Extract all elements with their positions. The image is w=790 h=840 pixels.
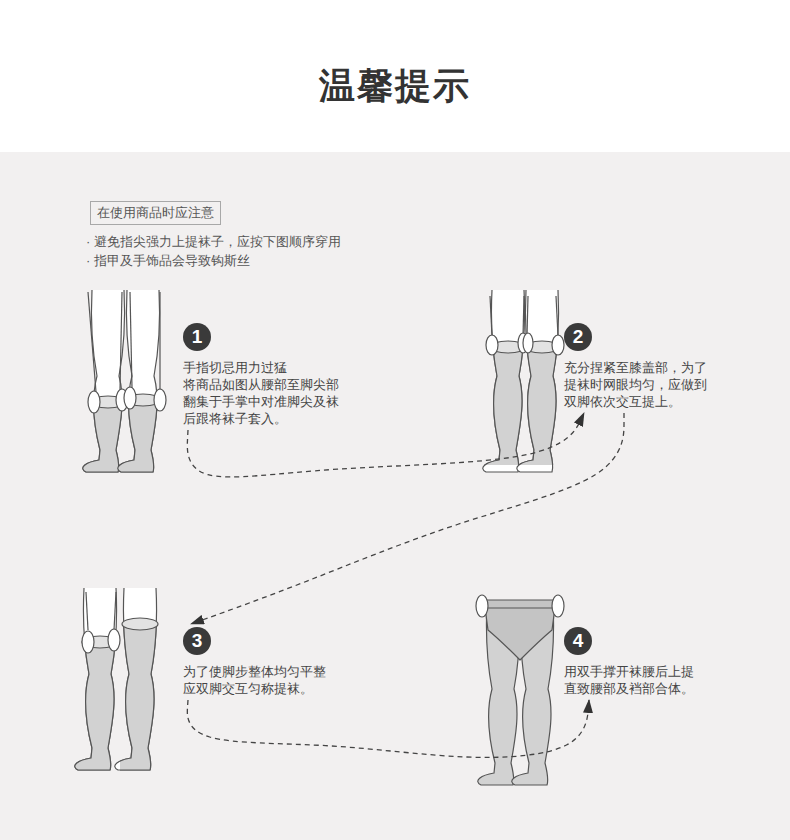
figure-stroke xyxy=(83,400,160,472)
figure-stroke xyxy=(476,595,488,617)
figure-stroke xyxy=(484,600,556,660)
figure-stroke xyxy=(75,640,117,770)
figure-stroke xyxy=(118,290,160,472)
step-block: 4 用双手撑开袜腰后上提 直致腰部及裆部合体。 xyxy=(564,627,740,697)
step1-figure xyxy=(83,290,166,472)
figure-stroke xyxy=(159,292,160,390)
figure-stroke xyxy=(88,391,100,413)
figure-stroke xyxy=(517,290,559,472)
figure-stroke xyxy=(122,618,158,630)
figure-stroke xyxy=(115,588,157,770)
figure-stroke xyxy=(108,629,120,651)
figure-stroke xyxy=(556,296,558,336)
figure-stroke xyxy=(114,592,116,630)
step-text: 用双手撑开袜腰后上提 直致腰部及裆部合体。 xyxy=(564,663,740,697)
dashed-arrow xyxy=(191,413,624,624)
step-block: 1 手指切忌用力过猛 将商品如图从腰部至脚尖部 翻集于手掌中对准脚尖及袜 后跟将袜… xyxy=(183,323,359,427)
dashed-arrow xyxy=(187,700,589,757)
step-text: 为了使脚步整体均匀平整 应双脚交互匀称提袜。 xyxy=(183,663,359,697)
step3-figure xyxy=(75,588,158,770)
figure-stroke xyxy=(523,296,524,336)
step4-figure xyxy=(476,595,564,785)
figure-stroke xyxy=(154,389,166,411)
notice-box: 在使用商品时应注意 xyxy=(90,201,221,225)
figure-stroke xyxy=(75,640,117,770)
page-title: 温馨提示 xyxy=(0,62,790,111)
figure-stroke xyxy=(527,296,528,336)
step-number: 2 xyxy=(564,323,592,351)
figure-stroke xyxy=(483,290,525,472)
step2-figure xyxy=(483,290,564,472)
step-number: 1 xyxy=(183,323,211,351)
figure-stroke xyxy=(83,290,125,472)
figure-stroke xyxy=(490,296,492,336)
step-number: 3 xyxy=(183,627,211,655)
note-line: · 指甲及手饰品会导致钩斯丝 xyxy=(86,252,250,270)
figure-stroke xyxy=(120,292,122,390)
figure-stroke xyxy=(88,292,96,392)
figure-stroke xyxy=(552,595,564,617)
figure-stroke xyxy=(483,345,559,465)
figure-stroke xyxy=(552,335,564,355)
note-line: · 避免指尖强力上提袜子，应按下图顺序穿用 xyxy=(86,233,341,251)
figure-stroke xyxy=(130,292,132,388)
figure-stroke xyxy=(523,333,533,353)
step-block: 3 为了使脚步整体均匀平整 应双脚交互匀称提袜。 xyxy=(183,627,359,697)
box-text: 在使用商品时应注意 xyxy=(97,204,214,222)
step-text: 手指切忌用力过猛 将商品如图从腰部至脚尖部 翻集于手掌中对准脚尖及袜 后跟将袜子… xyxy=(183,359,359,427)
figure-stroke xyxy=(124,387,136,409)
figure-stroke xyxy=(483,345,525,465)
figure-stroke xyxy=(484,607,556,608)
step-text: 充分捏紧至膝盖部，为了 提袜时网眼均匀，应做到 双脚依次交互提上。 xyxy=(564,359,740,410)
figure-stroke xyxy=(82,631,94,653)
figure-stroke xyxy=(86,592,88,630)
figure-stroke xyxy=(120,622,157,770)
step-block: 2 充分捏紧至膝盖部，为了 提袜时网眼均匀，应做到 双脚依次交互提上。 xyxy=(564,323,740,410)
figure-stroke xyxy=(486,335,498,355)
step-number: 4 xyxy=(564,627,592,655)
figure-stroke xyxy=(120,622,157,770)
figure-stroke xyxy=(83,400,125,472)
figure-stroke xyxy=(75,588,117,770)
